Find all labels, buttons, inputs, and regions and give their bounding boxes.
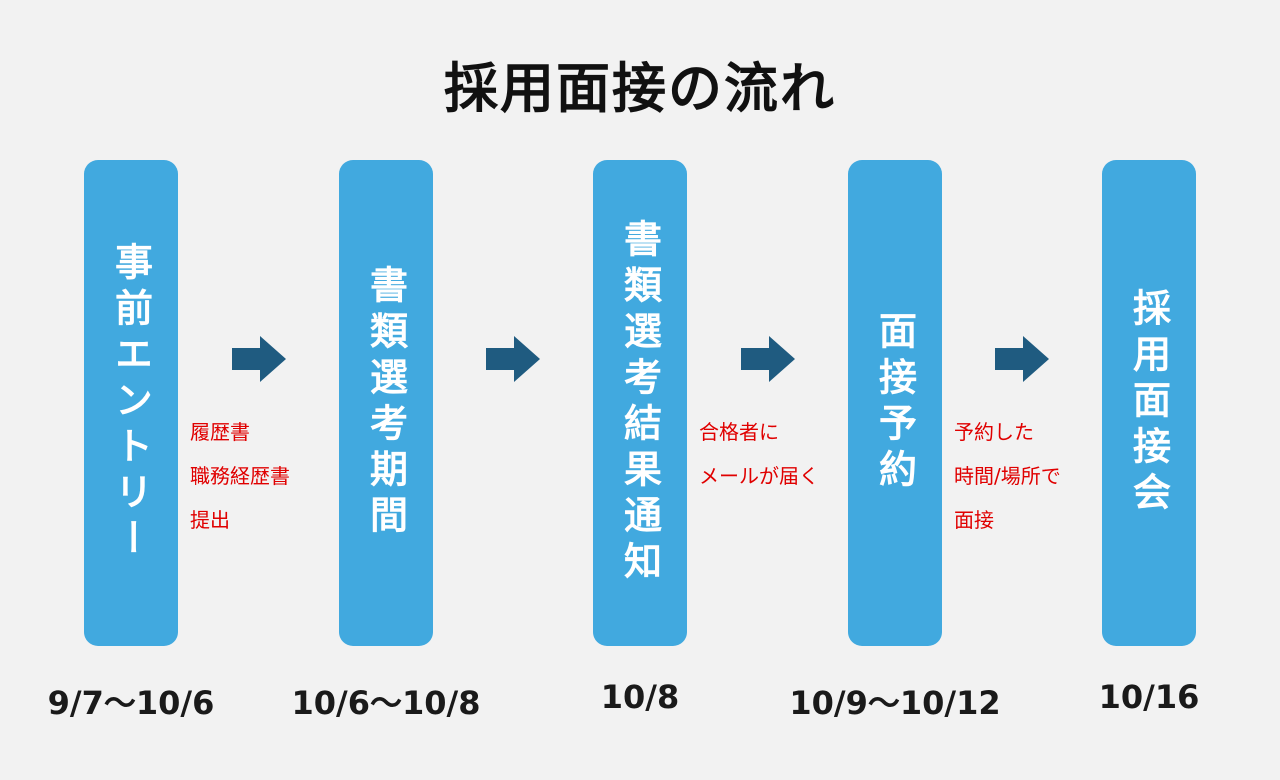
step-card-entry: 事前エントリー <box>84 160 178 646</box>
right-arrow-icon <box>232 336 286 382</box>
step-date: 10/8 <box>600 678 680 716</box>
note-line: 履歴書 <box>190 420 250 444</box>
note-line: 予約した <box>954 420 1034 444</box>
note-result-email: 合格者に メールが届く <box>699 410 819 498</box>
step-label: 書類選考結果通知 <box>617 219 662 587</box>
note-line: メールが届く <box>699 464 819 488</box>
step-card-screening-result: 書類選考結果通知 <box>593 160 687 646</box>
note-line: 時間/場所で <box>954 464 1061 488</box>
step-date: 10/6〜10/8 <box>291 684 481 722</box>
note-submission: 履歴書 職務経歴書 提出 <box>190 410 290 542</box>
step-date: 10/16 <box>1098 678 1200 716</box>
step-card-interview-event: 採用面接会 <box>1102 160 1196 646</box>
step-label: 面接予約 <box>872 311 917 495</box>
note-interview-booking: 予約した 時間/場所で 面接 <box>954 410 1061 542</box>
note-line: 提出 <box>190 508 230 532</box>
right-arrow-icon <box>995 336 1049 382</box>
step-label: 書類選考期間 <box>363 265 408 541</box>
page-title: 採用面接の流れ <box>444 57 836 120</box>
step-date: 9/7〜10/6 <box>47 684 215 722</box>
note-line: 合格者に <box>699 420 779 444</box>
step-date: 10/9〜10/12 <box>789 684 1001 722</box>
right-arrow-icon <box>486 336 540 382</box>
step-card-interview-booking: 面接予約 <box>848 160 942 646</box>
note-line: 職務経歴書 <box>190 464 290 488</box>
right-arrow-icon <box>741 336 795 382</box>
step-card-screening-period: 書類選考期間 <box>339 160 433 646</box>
step-label: 採用面接会 <box>1126 288 1171 518</box>
note-line: 面接 <box>954 508 994 532</box>
step-label: 事前エントリー <box>108 242 153 564</box>
